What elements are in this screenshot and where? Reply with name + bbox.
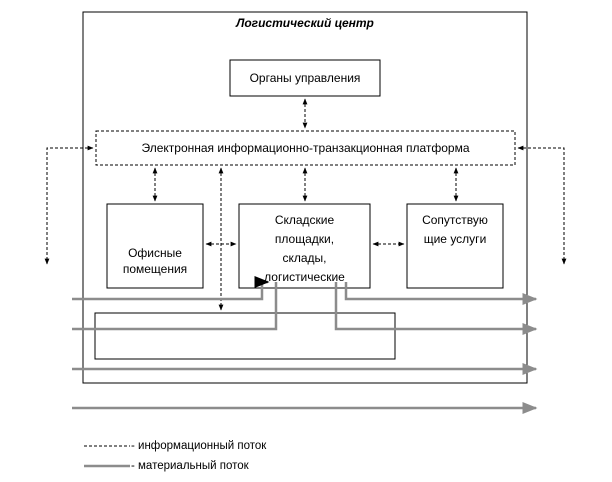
services-box bbox=[406, 203, 504, 289]
material-flow-2 bbox=[72, 282, 278, 331]
services-label: Сопутствую щие услуги bbox=[408, 211, 502, 249]
warehouses-label: Складские площадки, склады, логистически… bbox=[240, 211, 369, 287]
warehouses-box bbox=[238, 203, 371, 289]
material-flow-4 bbox=[334, 282, 538, 335]
info-flow-left-external bbox=[44, 145, 94, 265]
warehouses-line-3: склады, bbox=[282, 251, 327, 265]
material-flow-1 bbox=[72, 276, 270, 301]
services-line-1: Сопутствую bbox=[422, 213, 488, 227]
offices-box bbox=[106, 203, 204, 289]
info-flow-right-external bbox=[517, 145, 567, 265]
services-line-2: щие услуги bbox=[423, 232, 487, 246]
offices-label: Офисные помещения bbox=[122, 246, 188, 276]
legend-material-label: - материальный поток bbox=[131, 460, 249, 472]
management-box bbox=[229, 59, 381, 97]
legend-info-label: - информационный поток bbox=[131, 440, 267, 452]
material-flow-3 bbox=[344, 282, 538, 305]
empty-box bbox=[94, 312, 396, 360]
platform-box bbox=[95, 130, 516, 166]
warehouses-line-2: площадки, bbox=[274, 232, 335, 246]
platform-label: Электронная информационно-транзакционная… bbox=[141, 141, 470, 155]
warehouses-line-4: логистические bbox=[264, 270, 345, 284]
diagram-title: Логистический центр bbox=[236, 16, 374, 30]
warehouses-line-1: Складские bbox=[274, 213, 335, 227]
management-label: Органы управления bbox=[249, 71, 361, 85]
